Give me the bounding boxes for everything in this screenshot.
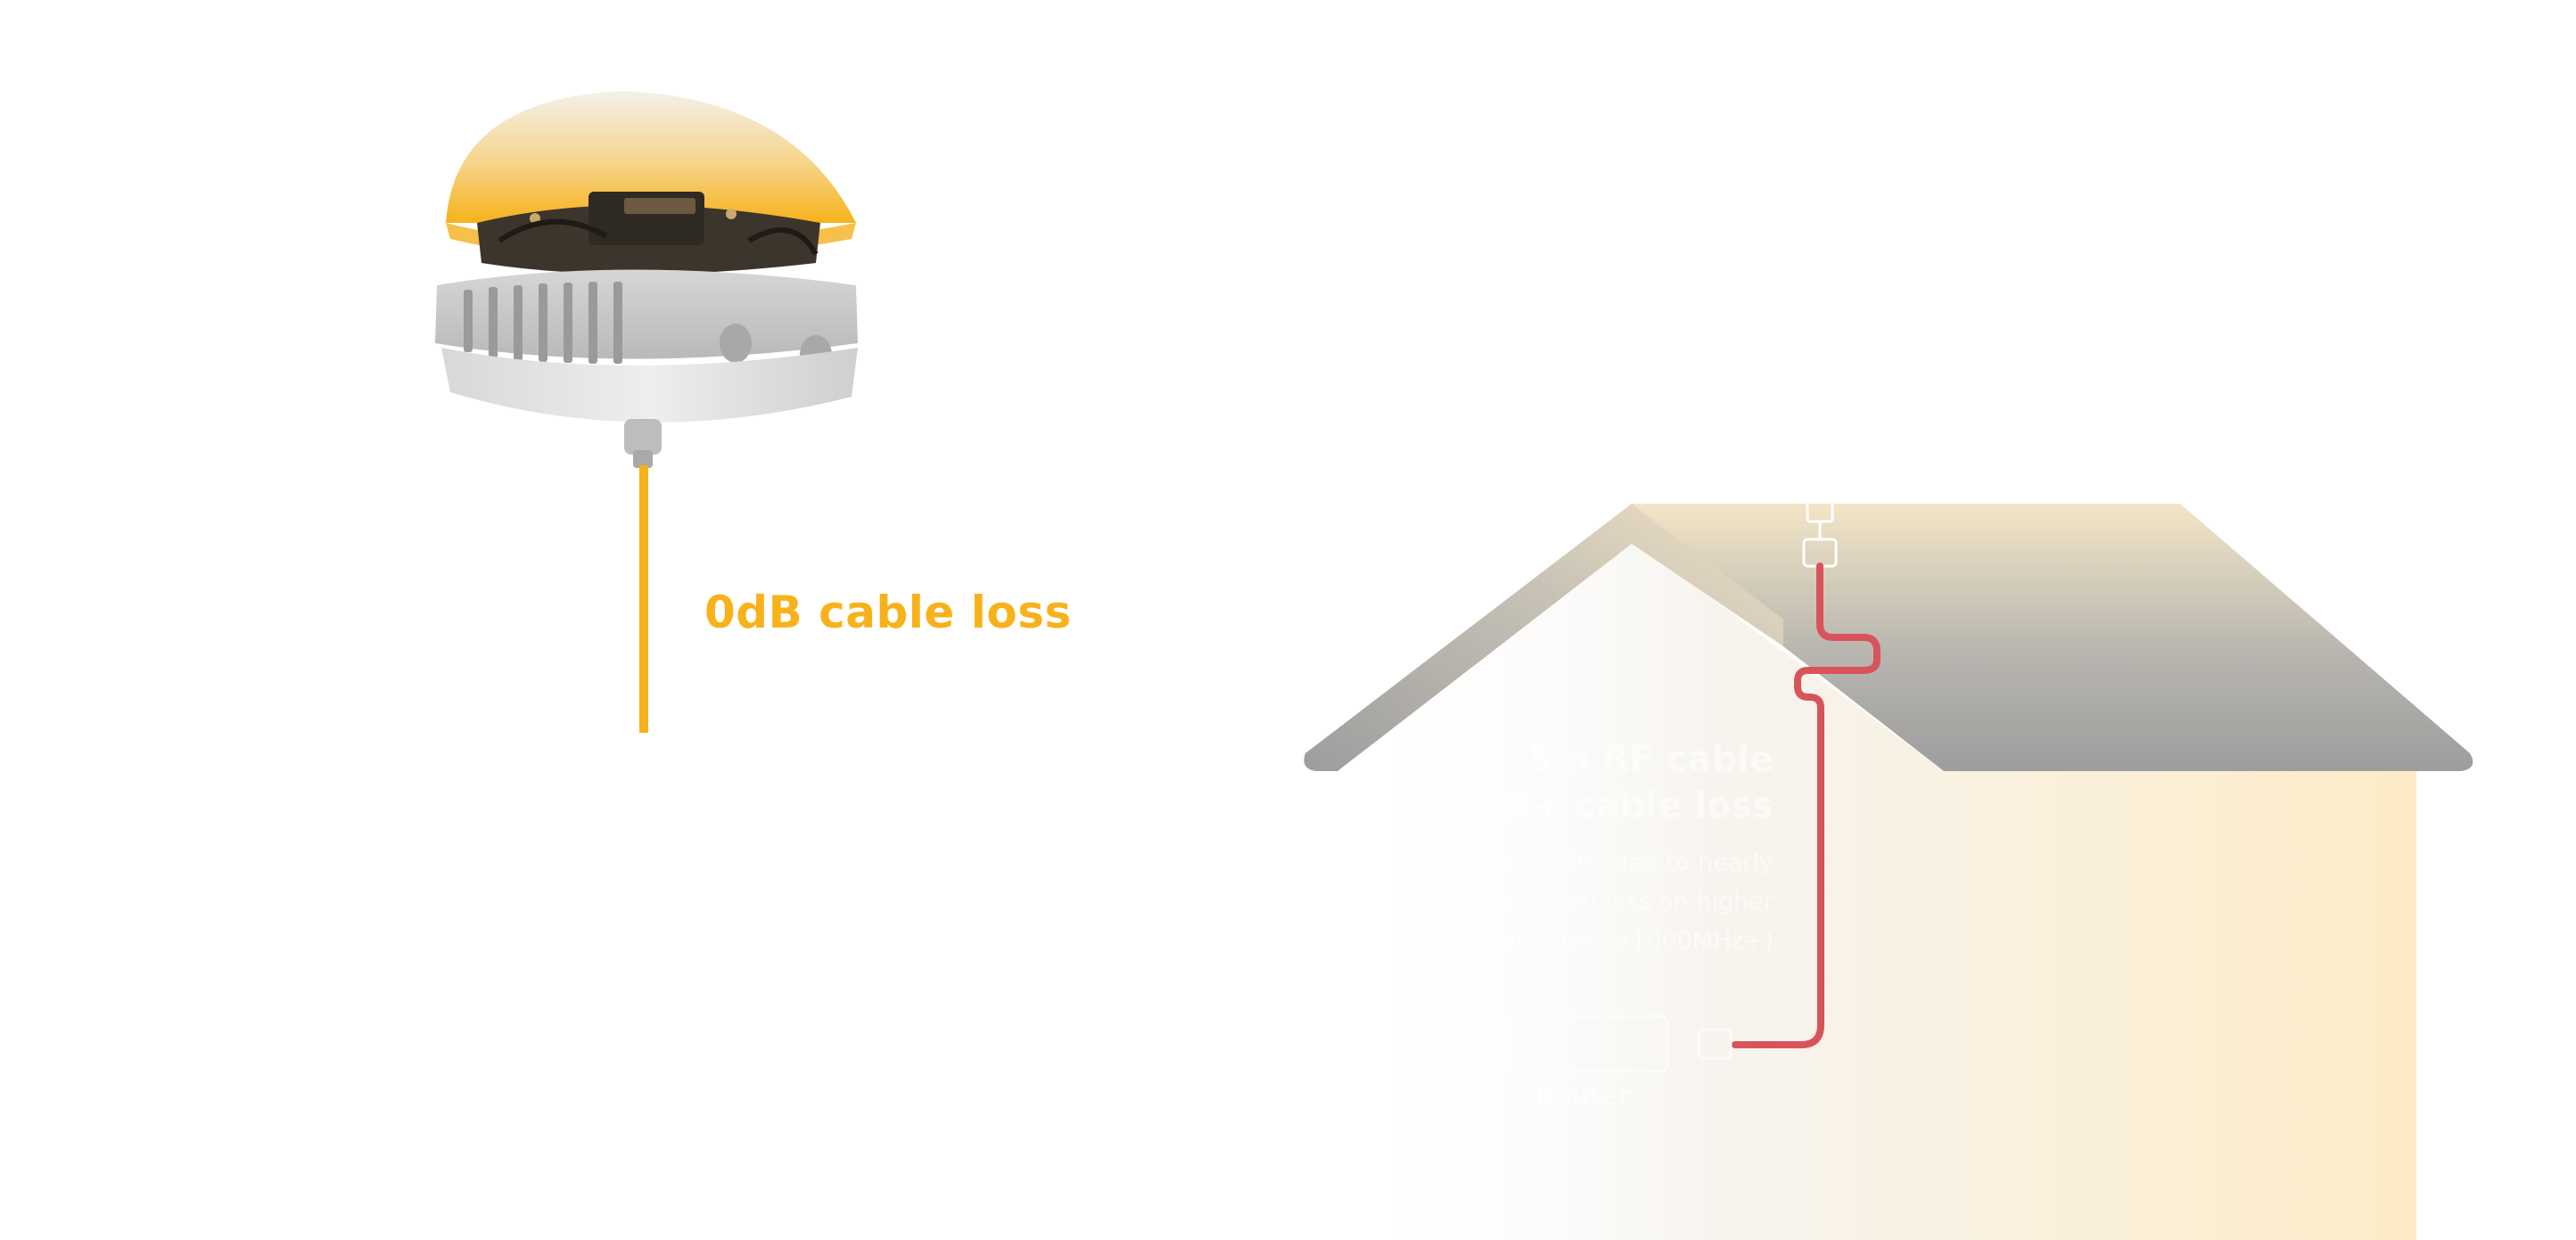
rf-desc-line2: total signal loss on higher [1462,888,1774,916]
cable-loss-label: 0dB cable loss [704,587,1072,638]
router-label: Router [1535,1080,1631,1110]
red-rf-cable [1732,563,1881,1048]
rf-cable-title-line1: 5m RF cable [1527,739,1774,780]
house-illustration [1304,504,2473,1240]
rf-desc-line1: Indoor units lead to nearly [1455,849,1774,876]
rf-cable-title-line2: 6dB+ cable loss [1454,785,1774,826]
rf-cable-description: Indoor units lead to nearly total signal… [1453,843,1774,961]
dome-antenna-icon [435,91,858,468]
router-icon [1505,1014,1732,1073]
rf-cable-title: 5m RF cable 6dB+ cable loss [1455,736,1774,829]
rf-desc-line3: frequencies (>1000MHz+) [1453,927,1774,955]
